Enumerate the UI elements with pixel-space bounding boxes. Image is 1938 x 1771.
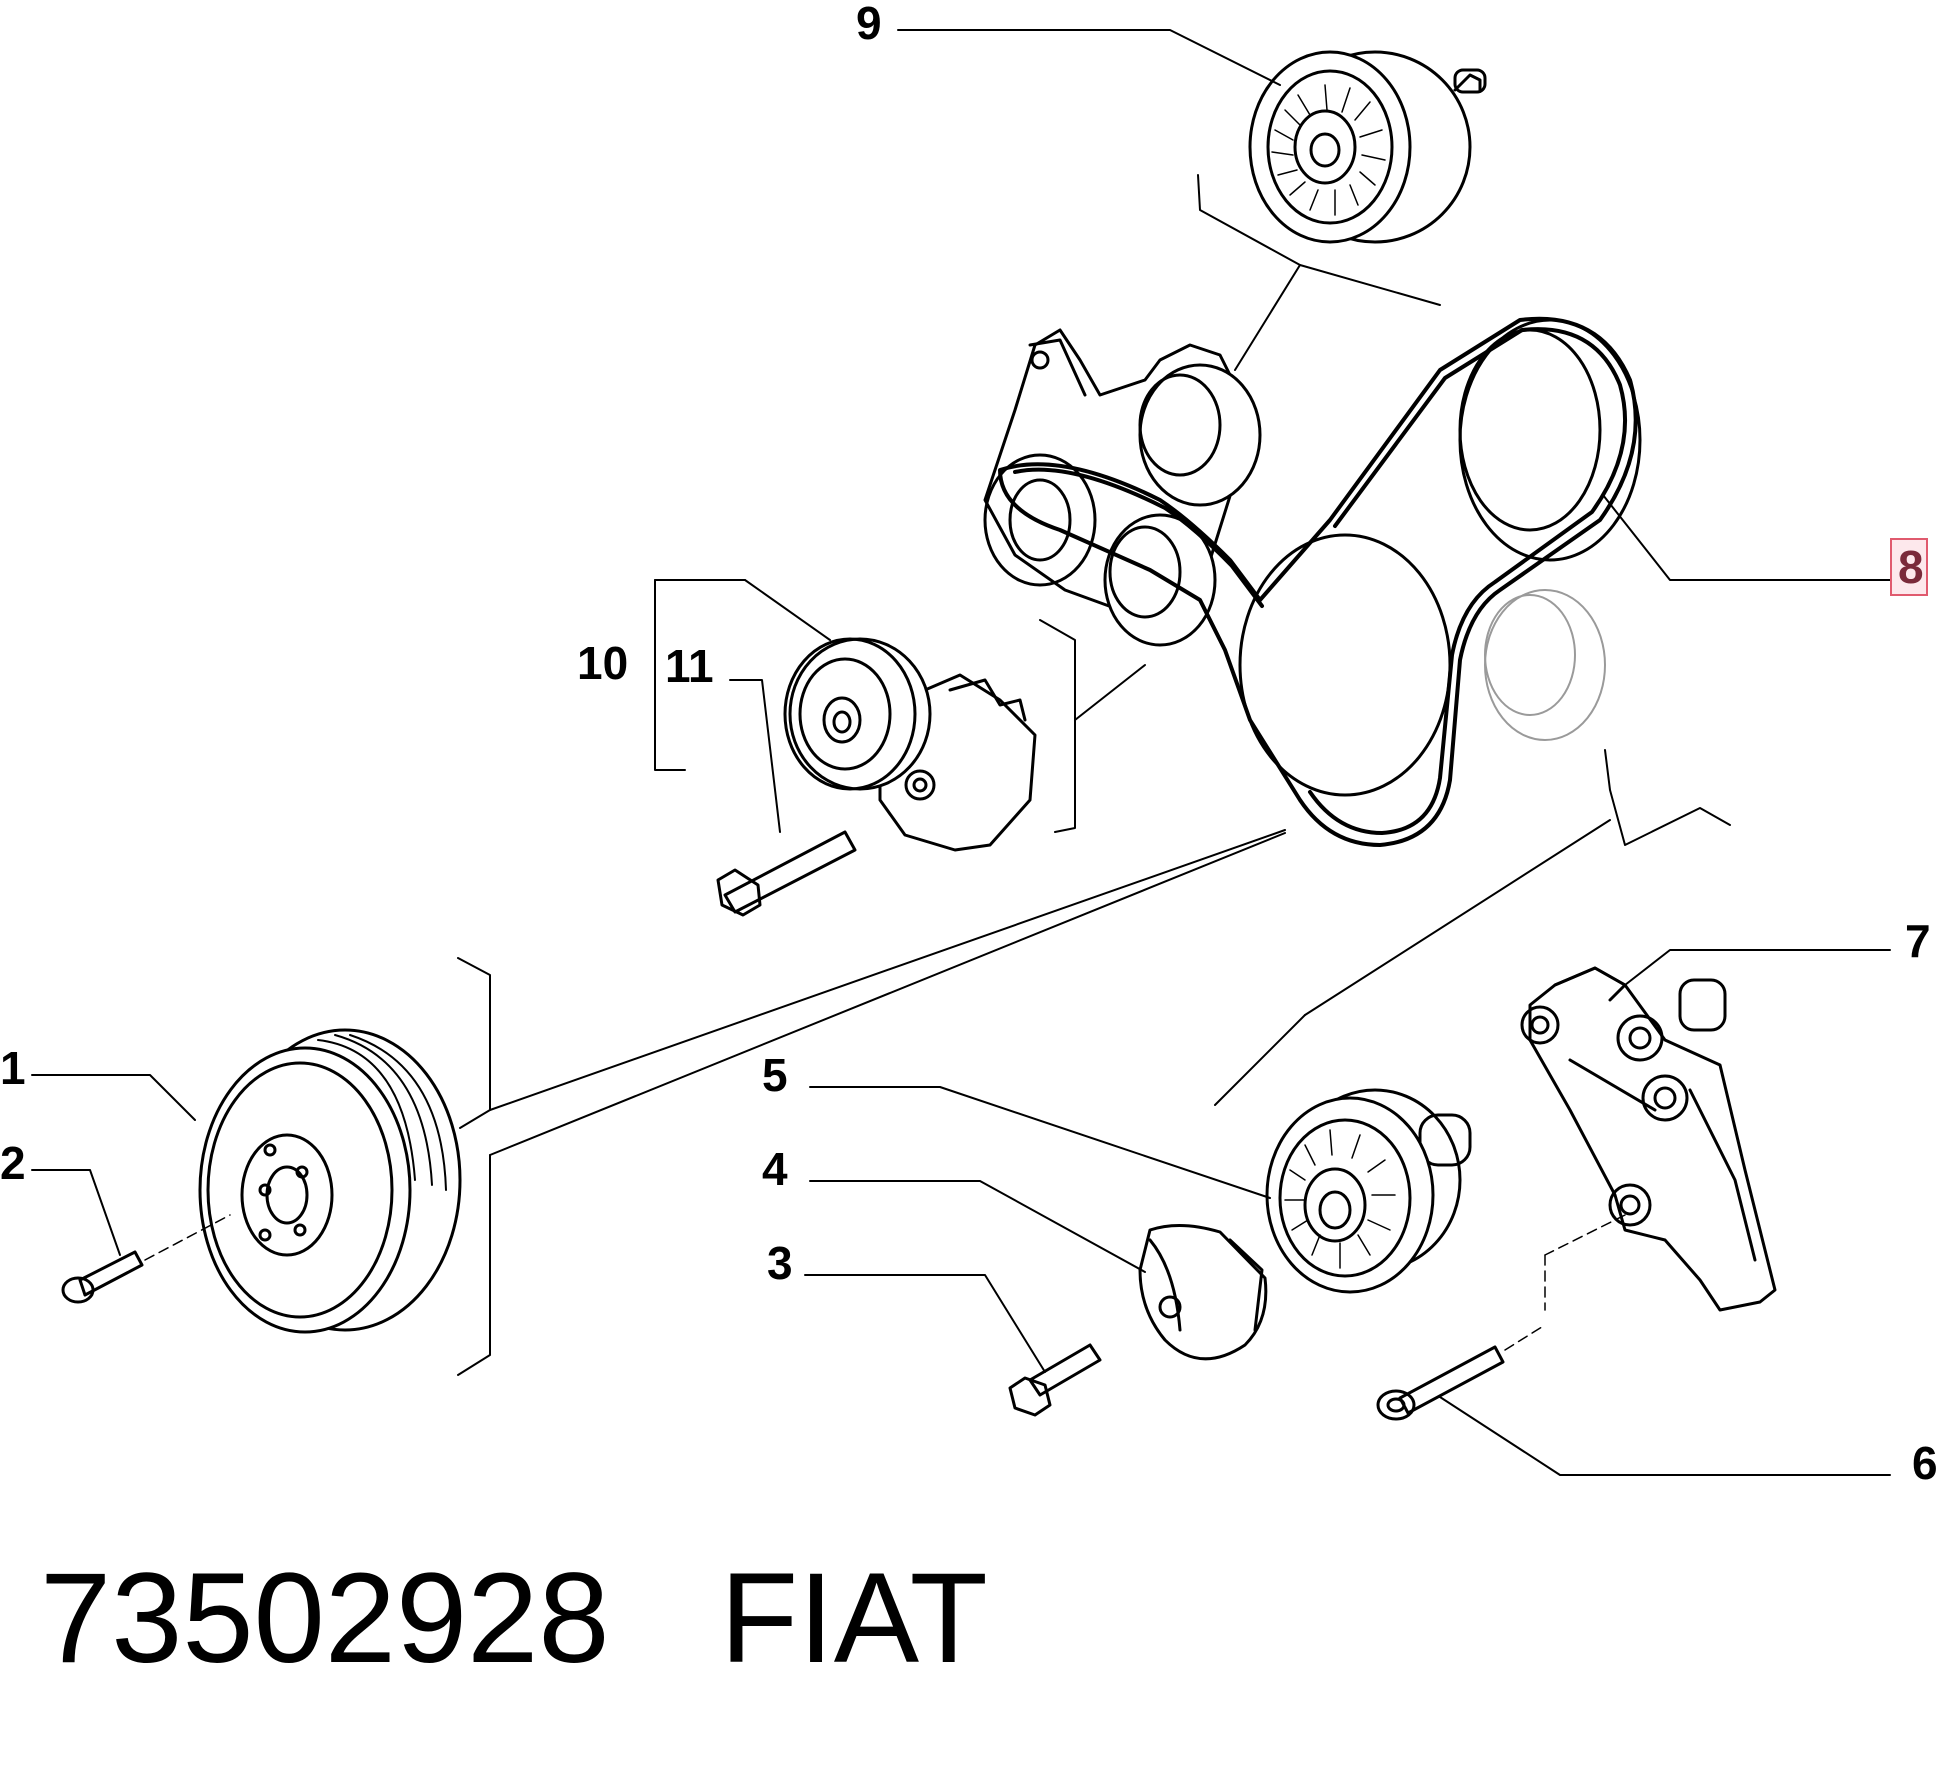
bolt-11-icon [716,679,857,917]
leader-line-9 [897,29,1281,86]
leader-line-5 [809,1086,1271,1199]
leader-line-6 [1439,1396,1891,1476]
leader-line-8 [1602,494,1891,581]
belt-drive-assembly [983,316,1891,847]
bracket-10 [654,579,831,771]
callout-4: 4 [762,1143,788,1195]
callout-3: 3 [767,1237,793,1289]
callout-6: 6 [1912,1437,1938,1489]
callout-8[interactable]: 8 [1890,538,1928,596]
bolt-3-icon [804,1274,1102,1417]
pulley-cover-4-icon [809,1180,1268,1361]
leader-line-2 [31,1169,121,1256]
leader-line-1 [31,1074,196,1121]
large-pulley-icon [1458,318,1642,562]
idler-pulley-5-icon [809,1086,1472,1294]
callout-7: 7 [1905,915,1931,967]
callout-10: 10 [577,637,629,689]
leader-line-3 [804,1274,1046,1373]
callout-9: 9 [856,0,882,49]
bracket-7-icon [1520,949,1891,1312]
callout-2: 2 [0,1137,26,1189]
belt-tensioner-pulley-icon [1484,589,1606,741]
callout-11: 11 [665,640,714,692]
bolt-6-icon [1376,1324,1891,1476]
group-bracket-lines [457,174,1731,1376]
tensioner-10-icon [783,637,1037,852]
idler-pulley-9-icon [897,29,1487,244]
brand-name: FIAT [720,1547,988,1690]
bolt-2-icon [31,1169,231,1304]
leader-line-4 [809,1180,1146,1273]
callout-1: 1 [0,1042,26,1094]
callout-5: 5 [762,1049,788,1101]
lower-idler-pulley-icon [1103,513,1217,647]
crankshaft-pulley-1-icon [31,1028,462,1334]
part-number: 73502928 [40,1547,610,1690]
belt-icon [998,316,1638,847]
leader-line-7 [1624,949,1891,986]
upper-idler-pulley-icon [1138,363,1262,507]
